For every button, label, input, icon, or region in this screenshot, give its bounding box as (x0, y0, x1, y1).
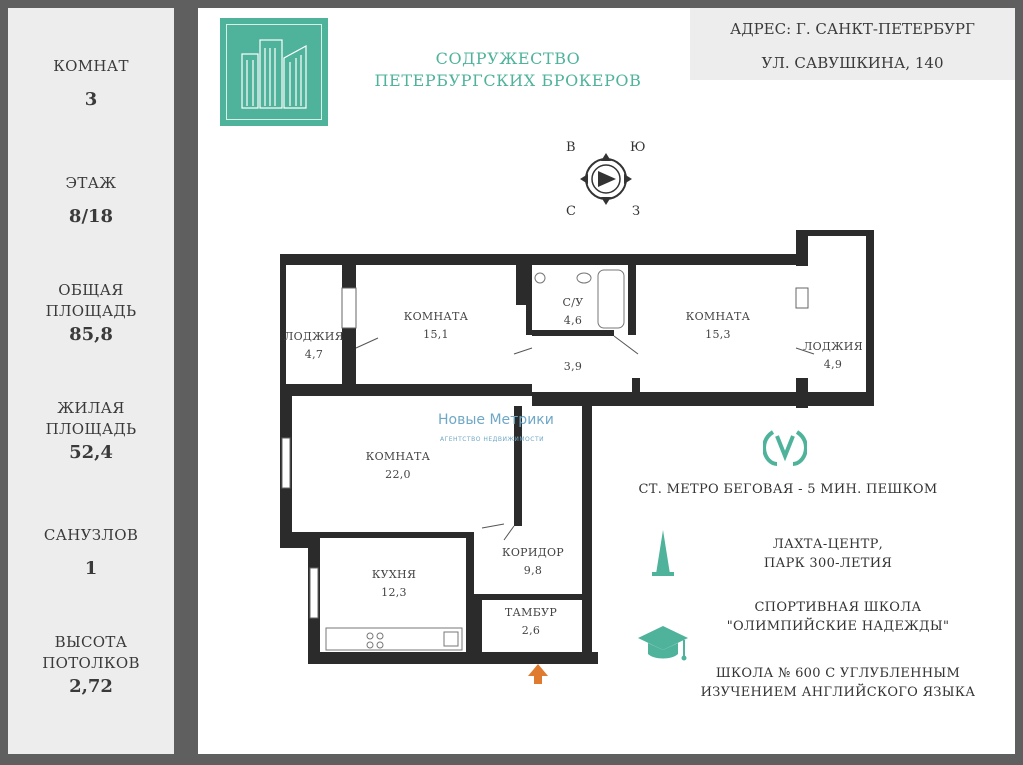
stat-rooms: КОМНАТ 3 (8, 56, 174, 110)
stat-ceiling: ВЫСОТА ПОТОЛКОВ 2,72 (8, 632, 174, 697)
watermark-subtitle: АГЕНТСТВО НЕДВИЖИМОСТИ (440, 436, 545, 443)
stat-floor-label: ЭТАЖ (65, 174, 117, 192)
stat-floor-value: 8/18 (68, 206, 114, 227)
watermark-title: Новые Метрики (438, 412, 554, 428)
info-landmark-line-1: ЛАХТА-ЦЕНТР, (772, 537, 884, 552)
stat-bathrooms-value: 1 (84, 558, 98, 579)
entry-arrow-icon (528, 664, 548, 684)
metro-icon (763, 430, 807, 466)
stat-living-area: ЖИЛАЯ ПЛОЩАДЬ 52,4 (8, 398, 174, 463)
room-label-loggia-left: ЛОДЖИЯ 4,7 (284, 328, 344, 364)
compass-icon (580, 153, 632, 205)
stat-bathrooms: САНУЗЛОВ 1 (8, 525, 174, 579)
stat-rooms-label: КОМНАТ (53, 57, 129, 75)
main-panel: СОДРУЖЕСТВО ПЕТЕРБУРГСКИХ БРОКЕРОВ АДРЕС… (198, 8, 1015, 754)
room-name: ТАМБУР (504, 606, 558, 619)
room-label-hall-3-9: 3,9 (548, 358, 598, 376)
address-line-1: АДРЕС: Г. САНКТ-ПЕТЕРБУРГ (730, 20, 975, 38)
address-box: АДРЕС: Г. САНКТ-ПЕТЕРБУРГ УЛ. САВУШКИНА,… (690, 8, 1015, 80)
info-language-school: ШКОЛА № 600 С УГЛУБЛЕННЫМ ИЗУЧЕНИЕМ АНГЛ… (678, 664, 998, 702)
room-label-room-15-3: КОМНАТА 15,3 (668, 308, 768, 344)
info-landmark: ЛАХТА-ЦЕНТР, ПАРК 300-ЛЕТИЯ (728, 535, 928, 573)
floor-plan-walls (280, 230, 874, 664)
brand-logo (220, 18, 328, 126)
room-label-tambour: ТАМБУР 2,6 (486, 604, 576, 640)
room-area: 9,8 (523, 564, 543, 577)
room-label-kitchen: КУХНЯ 12,3 (344, 566, 444, 602)
compass-label-top-right: Ю (630, 140, 646, 155)
info-sport-line-2: "ОЛИМПИЙСКИЕ НАДЕЖДЫ" (726, 619, 950, 634)
room-name: ЛОДЖИЯ (284, 330, 344, 343)
room-name: КОМНАТА (685, 310, 751, 323)
room-area: 4,9 (823, 358, 843, 371)
floor-plan-windows (281, 287, 809, 619)
compass-label-bottom-right: З (632, 204, 641, 219)
stat-bathrooms-label: САНУЗЛОВ (43, 526, 139, 544)
room-name: КОМНАТА (403, 310, 469, 323)
room-label-room-15-1: КОМНАТА 15,1 (386, 308, 486, 344)
stat-living-area-label: ЖИЛАЯ ПЛОЩАДЬ (45, 399, 137, 438)
compass-label-top-left: В (566, 140, 576, 155)
stat-total-area-value: 85,8 (69, 324, 113, 345)
bathroom-fixtures (534, 269, 625, 329)
info-metro: СТ. МЕТРО БЕГОВАЯ - 5 МИН. ПЕШКОМ (638, 482, 938, 497)
info-sport-school: СПОРТИВНАЯ ШКОЛА "ОЛИМПИЙСКИЕ НАДЕЖДЫ" (718, 598, 958, 636)
room-label-room-22-0: КОМНАТА 22,0 (348, 448, 448, 484)
brand-line-2: ПЕТЕРБУРГСКИХ БРОКЕРОВ (374, 71, 642, 90)
room-area: 15,3 (705, 328, 731, 341)
room-name: С/У (562, 296, 584, 309)
room-label-loggia-right: ЛОДЖИЯ 4,9 (802, 338, 864, 374)
room-name: ЛОДЖИЯ (803, 340, 863, 353)
stat-ceiling-label: ВЫСОТА ПОТОЛКОВ (42, 633, 140, 672)
room-name: КУХНЯ (371, 568, 417, 581)
room-name: КОМНАТА (365, 450, 431, 463)
brand-name: СОДРУЖЕСТВО ПЕТЕРБУРГСКИХ БРОКЕРОВ (348, 48, 668, 92)
room-label-corridor: КОРИДОР 9,8 (488, 544, 578, 580)
compass-label-bottom-left: С (566, 204, 576, 219)
info-school-line-2: ИЗУЧЕНИЕМ АНГЛИЙСКОГО ЯЗЫКА (700, 685, 976, 700)
tower-icon (652, 530, 674, 576)
info-landmark-line-2: ПАРК 300-ЛЕТИЯ (763, 556, 893, 571)
room-name: КОРИДОР (502, 546, 564, 559)
stat-rooms-value: 3 (84, 89, 98, 110)
stat-total-area-label: ОБЩАЯ ПЛОЩАДЬ (45, 281, 137, 320)
info-sport-line-1: СПОРТИВНАЯ ШКОЛА (754, 600, 922, 615)
room-area: 4,6 (563, 314, 583, 327)
address-line-2: УЛ. САВУШКИНА, 140 (761, 54, 944, 72)
room-area: 12,3 (381, 586, 407, 599)
stat-living-area-value: 52,4 (69, 442, 113, 463)
sidebar-stats: КОМНАТ 3 ЭТАЖ 8/18 ОБЩАЯ ПЛОЩАДЬ 85,8 ЖИ… (8, 8, 174, 754)
floor-plan-doors (355, 335, 815, 541)
graduation-cap-icon (638, 626, 688, 661)
room-area: 3,9 (563, 360, 583, 373)
room-label-bathroom: С/У 4,6 (538, 294, 608, 330)
stat-ceiling-value: 2,72 (69, 676, 113, 697)
brand-line-1: СОДРУЖЕСТВО (435, 49, 581, 68)
floor-plan (280, 230, 874, 684)
buildings-icon (241, 39, 307, 109)
room-area: 2,6 (521, 624, 541, 637)
kitchen-counter (325, 627, 463, 651)
room-area: 22,0 (385, 468, 411, 481)
room-area: 15,1 (423, 328, 449, 341)
room-area: 4,7 (304, 348, 324, 361)
stat-floor: ЭТАЖ 8/18 (8, 173, 174, 227)
stat-total-area: ОБЩАЯ ПЛОЩАДЬ 85,8 (8, 280, 174, 345)
info-school-line-1: ШКОЛА № 600 С УГЛУБЛЕННЫМ (715, 666, 961, 681)
